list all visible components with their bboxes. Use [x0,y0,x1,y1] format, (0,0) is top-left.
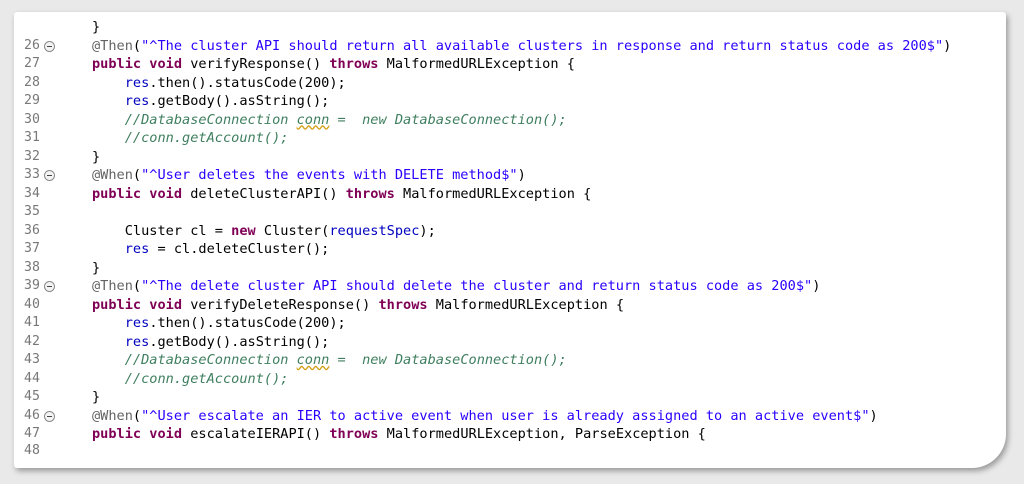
line-number: 40 [24,296,40,312]
line-number: 37 [24,241,40,256]
code-line: 42 res.getBody().asString(); [14,332,1006,351]
line-number: 39 [24,278,40,293]
line-gutter: 30 [14,110,72,129]
line-code[interactable]: res.then().statusCode(200); [124,315,346,331]
code-line: 32 } [14,147,1006,166]
line-gutter: 26 [14,36,72,55]
line-code[interactable]: } [92,389,101,405]
line-gutter: 41 [14,314,72,333]
line-number: 38 [24,259,40,275]
code-line: 29 res.getBody().asString(); [14,92,1006,111]
code-line: 45 } [14,388,1006,407]
code-line: 37 res = cl.deleteCluster(); [14,240,1006,259]
line-code[interactable]: public void deleteClusterAPI() throws Ma… [92,185,592,202]
code-line: 33 @When("^User deletes the events with … [14,166,1006,185]
fold-collapse-icon[interactable] [44,281,55,292]
line-gutter: 42 [14,332,72,351]
line-number: 46 [24,407,40,423]
line-gutter: 36 [14,221,72,240]
code-line: 40 public void verifyDeleteResponse() th… [14,295,1006,314]
line-code[interactable]: } [92,19,101,35]
line-gutter [14,18,72,37]
line-number: 45 [24,389,40,404]
line-gutter: 37 [14,240,72,259]
screenshot-frame: } 26 @Then("^The cluster API should retu… [14,12,1006,468]
line-code[interactable]: public void escalateIERAPI() throws Malf… [92,426,706,442]
line-number: 41 [24,315,40,330]
code-line: 38 } [14,258,1006,277]
line-gutter: 28 [14,73,72,92]
line-code[interactable]: public void verifyDeleteResponse() throw… [92,296,624,313]
line-gutter: 48 [14,442,72,462]
line-code[interactable]: //DatabaseConnection conn = new Database… [124,352,567,368]
code-line: 44 //conn.getAccount(); [14,369,1006,388]
line-number: 36 [24,222,40,238]
line-code[interactable]: @Then("^The cluster API should return al… [92,37,952,54]
line-code[interactable]: @Then("^The delete cluster API should de… [92,278,821,294]
line-number: 34 [24,185,40,201]
fold-collapse-icon[interactable] [44,170,55,181]
line-code[interactable]: res.then().statusCode(200); [124,74,346,91]
line-number: 48 [24,442,40,458]
code-line: 48 [14,443,1006,462]
code-line: 31 //conn.getAccount(); [14,129,1006,148]
line-code[interactable]: res = cl.deleteCluster(); [124,241,330,257]
line-gutter: 31 [14,129,72,148]
code-line: 36 Cluster cl = new Cluster(requestSpec)… [14,221,1006,240]
line-code[interactable]: } [92,148,101,165]
code-line: 39 @Then("^The delete cluster API should… [14,277,1006,296]
fold-collapse-icon[interactable] [44,40,55,52]
line-number: 43 [24,352,40,367]
line-code[interactable]: //conn.getAccount(); [124,370,289,387]
line-code[interactable]: @When("^User escalate an IER to active e… [92,407,878,424]
code-line: 47 public void escalateIERAPI() throws M… [14,425,1006,444]
line-code[interactable]: } [92,259,101,276]
line-code[interactable]: res.getBody().asString(); [124,93,330,109]
line-code[interactable]: //conn.getAccount(); [124,130,289,146]
code-line: 26 @Then("^The cluster API should return… [14,36,1006,55]
line-number: 28 [24,74,40,90]
line-code[interactable]: res.getBody().asString(); [124,333,330,350]
line-gutter: 33 [14,166,72,185]
line-gutter: 27 [14,55,72,74]
line-gutter: 32 [14,147,72,166]
code-line: } [14,18,1006,37]
line-gutter: 47 [14,425,72,444]
line-gutter: 39 [14,277,72,296]
line-number: 30 [24,111,40,127]
line-code[interactable]: @When("^User deletes the events with DEL… [92,167,526,183]
line-gutter: 34 [14,184,72,203]
line-gutter: 45 [14,388,72,407]
line-number: 35 [24,204,40,219]
line-number: 44 [24,370,40,386]
line-code[interactable]: //DatabaseConnection conn = new Database… [124,111,567,128]
line-gutter: 44 [14,369,72,388]
code-line: 41 res.then().statusCode(200); [14,314,1006,333]
code-line: 43 //DatabaseConnection conn = new Datab… [14,351,1006,370]
line-gutter: 35 [14,203,72,222]
line-gutter: 40 [14,295,72,314]
line-number: 27 [24,56,40,71]
line-number: 32 [24,148,40,164]
line-code[interactable]: Cluster cl = new Cluster(requestSpec); [92,222,436,239]
line-number: 29 [24,93,40,108]
code-line: 35 [14,203,1006,222]
code-line: 27 public void verifyResponse() throws M… [14,55,1006,74]
line-gutter: 29 [14,92,72,111]
line-number: 33 [24,167,40,182]
line-number: 26 [24,37,40,53]
line-gutter: 38 [14,258,72,277]
fold-collapse-icon[interactable] [44,410,55,422]
line-gutter: 43 [14,351,72,370]
code-line: 28 res.then().statusCode(200); [14,73,1006,92]
code-line: 34 public void deleteClusterAPI() throws… [14,184,1006,203]
line-number: 47 [24,426,40,441]
code-line: 46 @When("^User escalate an IER to activ… [14,406,1006,425]
code-line: 30 //DatabaseConnection conn = new Datab… [14,110,1006,129]
line-gutter: 46 [14,406,72,425]
line-number: 42 [24,333,40,349]
line-number: 31 [24,130,40,145]
line-code[interactable]: public void verifyResponse() throws Malf… [92,56,575,72]
code-editor[interactable]: } 26 @Then("^The cluster API should retu… [14,18,1006,468]
